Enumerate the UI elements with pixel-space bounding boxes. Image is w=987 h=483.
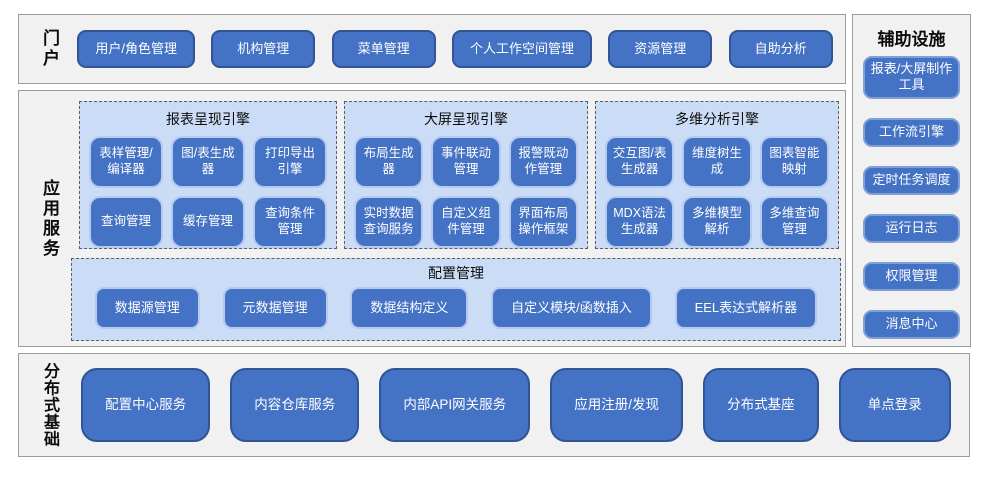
app-services-section: 应用服务 报表呈现引擎 表样管理/编译器 图/表生成器 打印导出引擎 查询管理 … [18, 90, 846, 347]
foundation-node-api-gateway: 内部API网关服务 [379, 368, 531, 442]
foundation-node-content-repo: 内容仓库服务 [230, 368, 360, 442]
screen-engine-node: 自定义组件管理 [431, 196, 501, 248]
config-node-custom-module: 自定义模块/函数插入 [491, 287, 652, 329]
report-engine-node: 打印导出引擎 [253, 136, 327, 188]
engine-row: 报表呈现引擎 表样管理/编译器 图/表生成器 打印导出引擎 查询管理 缓存管理 … [79, 101, 839, 249]
screen-engine-node: 事件联动管理 [431, 136, 501, 188]
portal-node-resource-mgmt: 资源管理 [608, 30, 713, 68]
screen-engine-panel: 大屏呈现引擎 布局生成器 事件联动管理 报警既动作管理 实时数据查询服务 自定义… [344, 101, 588, 249]
aux-node-permission-mgmt: 权限管理 [863, 261, 960, 291]
report-engine-node: 查询条件管理 [253, 196, 327, 248]
foundation-section: 分布式基础 配置中心服务 内容仓库服务 内部API网关服务 应用注册/发现 分布… [18, 353, 970, 457]
screen-engine-title: 大屏呈现引擎 [424, 111, 508, 127]
olap-engine-node: 维度树生成 [682, 136, 752, 188]
report-engine-node: 表样管理/编译器 [89, 136, 163, 188]
portal-node-self-analysis: 自助分析 [728, 30, 833, 68]
config-mgmt-panel: 配置管理 数据源管理 元数据管理 数据结构定义 自定义模块/函数插入 EEL表达… [71, 258, 841, 341]
olap-engine-grid: 交互图/表生成器 维度树生成 图表智能映射 MDX语法生成器 多维模型解析 多维… [605, 136, 829, 248]
foundation-node-config-center: 配置中心服务 [81, 368, 211, 442]
aux-node-report-screen-tools: 报表/大屏制作工具 [863, 56, 960, 99]
aux-node-message-center: 消息中心 [863, 309, 960, 339]
olap-engine-node: 多维模型解析 [682, 196, 752, 248]
config-mgmt-title: 配置管理 [428, 265, 484, 281]
screen-engine-node: 报警既动作管理 [508, 136, 578, 188]
olap-engine-node: MDX语法生成器 [605, 196, 675, 248]
config-node-data-structure: 数据结构定义 [350, 287, 469, 329]
report-engine-panel: 报表呈现引擎 表样管理/编译器 图/表生成器 打印导出引擎 查询管理 缓存管理 … [79, 101, 337, 249]
foundation-node-distributed-base: 分布式基座 [703, 368, 819, 442]
aux-node-scheduled-tasks: 定时任务调度 [863, 165, 960, 195]
config-node-eel-parser: EEL表达式解析器 [674, 287, 818, 329]
olap-engine-node: 图表智能映射 [759, 136, 829, 188]
olap-engine-node: 多维查询管理 [759, 196, 829, 248]
config-node-metadata-mgmt: 元数据管理 [222, 287, 328, 329]
config-node-datasource-mgmt: 数据源管理 [94, 287, 200, 329]
portal-node-workspace-mgmt: 个人工作空间管理 [451, 30, 592, 68]
screen-engine-node: 界面布局操作框架 [508, 196, 578, 248]
app-services-section-label: 应用服务 [40, 178, 59, 259]
foundation-node-app-registry: 应用注册/发现 [550, 368, 684, 442]
auxiliary-node-column: 报表/大屏制作工具 工作流引擎 定时任务调度 运行日志 权限管理 消息中心 [863, 56, 960, 339]
portal-node-org-mgmt: 机构管理 [211, 30, 316, 68]
portal-node-menu-mgmt: 菜单管理 [331, 30, 436, 68]
report-engine-grid: 表样管理/编译器 图/表生成器 打印导出引擎 查询管理 缓存管理 查询条件管理 [89, 136, 327, 248]
report-engine-node: 缓存管理 [171, 196, 245, 248]
aux-node-workflow-engine: 工作流引擎 [863, 117, 960, 147]
auxiliary-section: 辅助设施 报表/大屏制作工具 工作流引擎 定时任务调度 运行日志 权限管理 消息… [852, 14, 971, 347]
report-engine-node: 图/表生成器 [171, 136, 245, 188]
olap-engine-panel: 多维分析引擎 交互图/表生成器 维度树生成 图表智能映射 MDX语法生成器 多维… [595, 101, 839, 249]
foundation-node-row: 配置中心服务 内容仓库服务 内部API网关服务 应用注册/发现 分布式基座 单点… [71, 354, 961, 456]
screen-engine-node: 布局生成器 [354, 136, 424, 188]
screen-engine-grid: 布局生成器 事件联动管理 报警既动作管理 实时数据查询服务 自定义组件管理 界面… [354, 136, 578, 248]
portal-section: 门户 用户/角色管理 机构管理 菜单管理 个人工作空间管理 资源管理 自助分析 [18, 14, 846, 84]
screen-engine-node: 实时数据查询服务 [354, 196, 424, 248]
portal-section-label: 门户 [40, 29, 59, 69]
portal-node-row: 用户/角色管理 机构管理 菜单管理 个人工作空间管理 资源管理 自助分析 [69, 15, 841, 83]
report-engine-title: 报表呈现引擎 [166, 111, 250, 127]
olap-engine-node: 交互图/表生成器 [605, 136, 675, 188]
config-node-row: 数据源管理 元数据管理 数据结构定义 自定义模块/函数插入 EEL表达式解析器 [72, 287, 840, 329]
auxiliary-section-title: 辅助设施 [877, 30, 946, 49]
report-engine-node: 查询管理 [89, 196, 163, 248]
olap-engine-title: 多维分析引擎 [675, 111, 759, 127]
foundation-section-label: 分布式基础 [41, 362, 58, 448]
foundation-node-sso: 单点登录 [838, 368, 951, 442]
aux-node-run-logs: 运行日志 [863, 213, 960, 243]
portal-node-user-role-mgmt: 用户/角色管理 [77, 30, 195, 68]
